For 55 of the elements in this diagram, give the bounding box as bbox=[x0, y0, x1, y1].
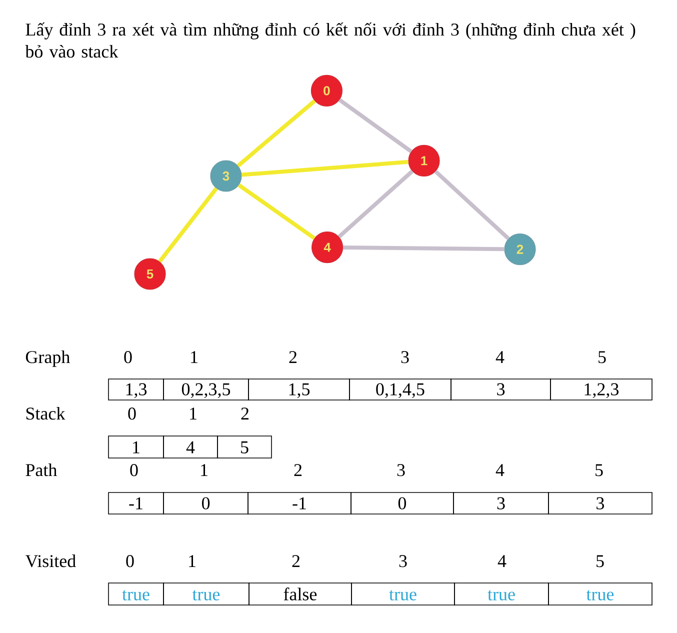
index-label: 3 bbox=[401, 351, 409, 364]
index-label: 0 bbox=[128, 408, 136, 420]
title: Lấy đỉnh 3 ra xét và tìm những đỉnh có kết nối với đỉnh 3 (những đỉnh chưa xét ) bỏ vào stack bbox=[25, 22, 636, 58]
graph-edge bbox=[242, 160, 408, 177]
table-cell: true bbox=[454, 582, 549, 606]
row-label: Graph bbox=[26, 350, 70, 367]
table-cell: -1 bbox=[248, 492, 352, 514]
index-label: 4 bbox=[496, 464, 504, 476]
index-label: 5 bbox=[598, 351, 606, 364]
table-cell: true bbox=[548, 582, 652, 606]
index-label: 1 bbox=[189, 555, 196, 567]
graph-edge bbox=[338, 170, 414, 238]
index-label: 0 bbox=[124, 351, 132, 364]
graph-edge bbox=[238, 183, 316, 240]
index-label: 0 bbox=[130, 464, 138, 476]
index-label: 4 bbox=[498, 555, 506, 567]
index-label: 2 bbox=[241, 408, 249, 420]
table-cell: 3 bbox=[548, 492, 652, 514]
row-label: Stack bbox=[26, 407, 66, 420]
index-label: 4 bbox=[496, 351, 504, 363]
table-cell: 0,1,4,5 bbox=[349, 378, 452, 400]
index-label: 2 bbox=[289, 351, 297, 363]
graph-edge bbox=[434, 170, 510, 240]
table-cell: 0 bbox=[163, 492, 248, 514]
table-cell: 1,3 bbox=[108, 378, 164, 400]
table-cell: 3 bbox=[450, 378, 551, 400]
index-label: 3 bbox=[397, 464, 405, 476]
graph-edge bbox=[338, 98, 412, 154]
table-cell: 3 bbox=[453, 492, 549, 514]
index-label: 5 bbox=[596, 464, 603, 476]
index-label: 1 bbox=[201, 464, 208, 476]
index-label: 5 bbox=[596, 555, 604, 568]
row-label: Path bbox=[26, 464, 57, 476]
graph-edge bbox=[236, 99, 316, 168]
table-cell: 5 bbox=[217, 436, 272, 458]
table-cell: true bbox=[163, 582, 250, 606]
index-label: 1 bbox=[190, 408, 196, 420]
index-label: 2 bbox=[294, 464, 302, 476]
graph-edge bbox=[158, 187, 218, 263]
index-label: 2 bbox=[292, 555, 300, 567]
index-label: 1 bbox=[191, 351, 198, 363]
table-cell: true bbox=[351, 582, 455, 606]
table-cell: true bbox=[108, 582, 164, 606]
table-cell: 1 bbox=[108, 436, 164, 458]
table-cell: false bbox=[248, 582, 352, 606]
table-cell: 0,2,3,5 bbox=[163, 378, 249, 400]
index-label: 3 bbox=[399, 555, 407, 568]
row-label: Visited bbox=[25, 554, 76, 568]
table-cell: 0 bbox=[350, 492, 454, 514]
graph-edge bbox=[343, 245, 504, 252]
table-cell: -1 bbox=[108, 492, 164, 514]
index-label: 0 bbox=[126, 555, 134, 568]
table-cell: 1,5 bbox=[248, 378, 350, 400]
table-cell: 4 bbox=[163, 436, 218, 458]
table-cell: 1,2,3 bbox=[550, 378, 652, 400]
